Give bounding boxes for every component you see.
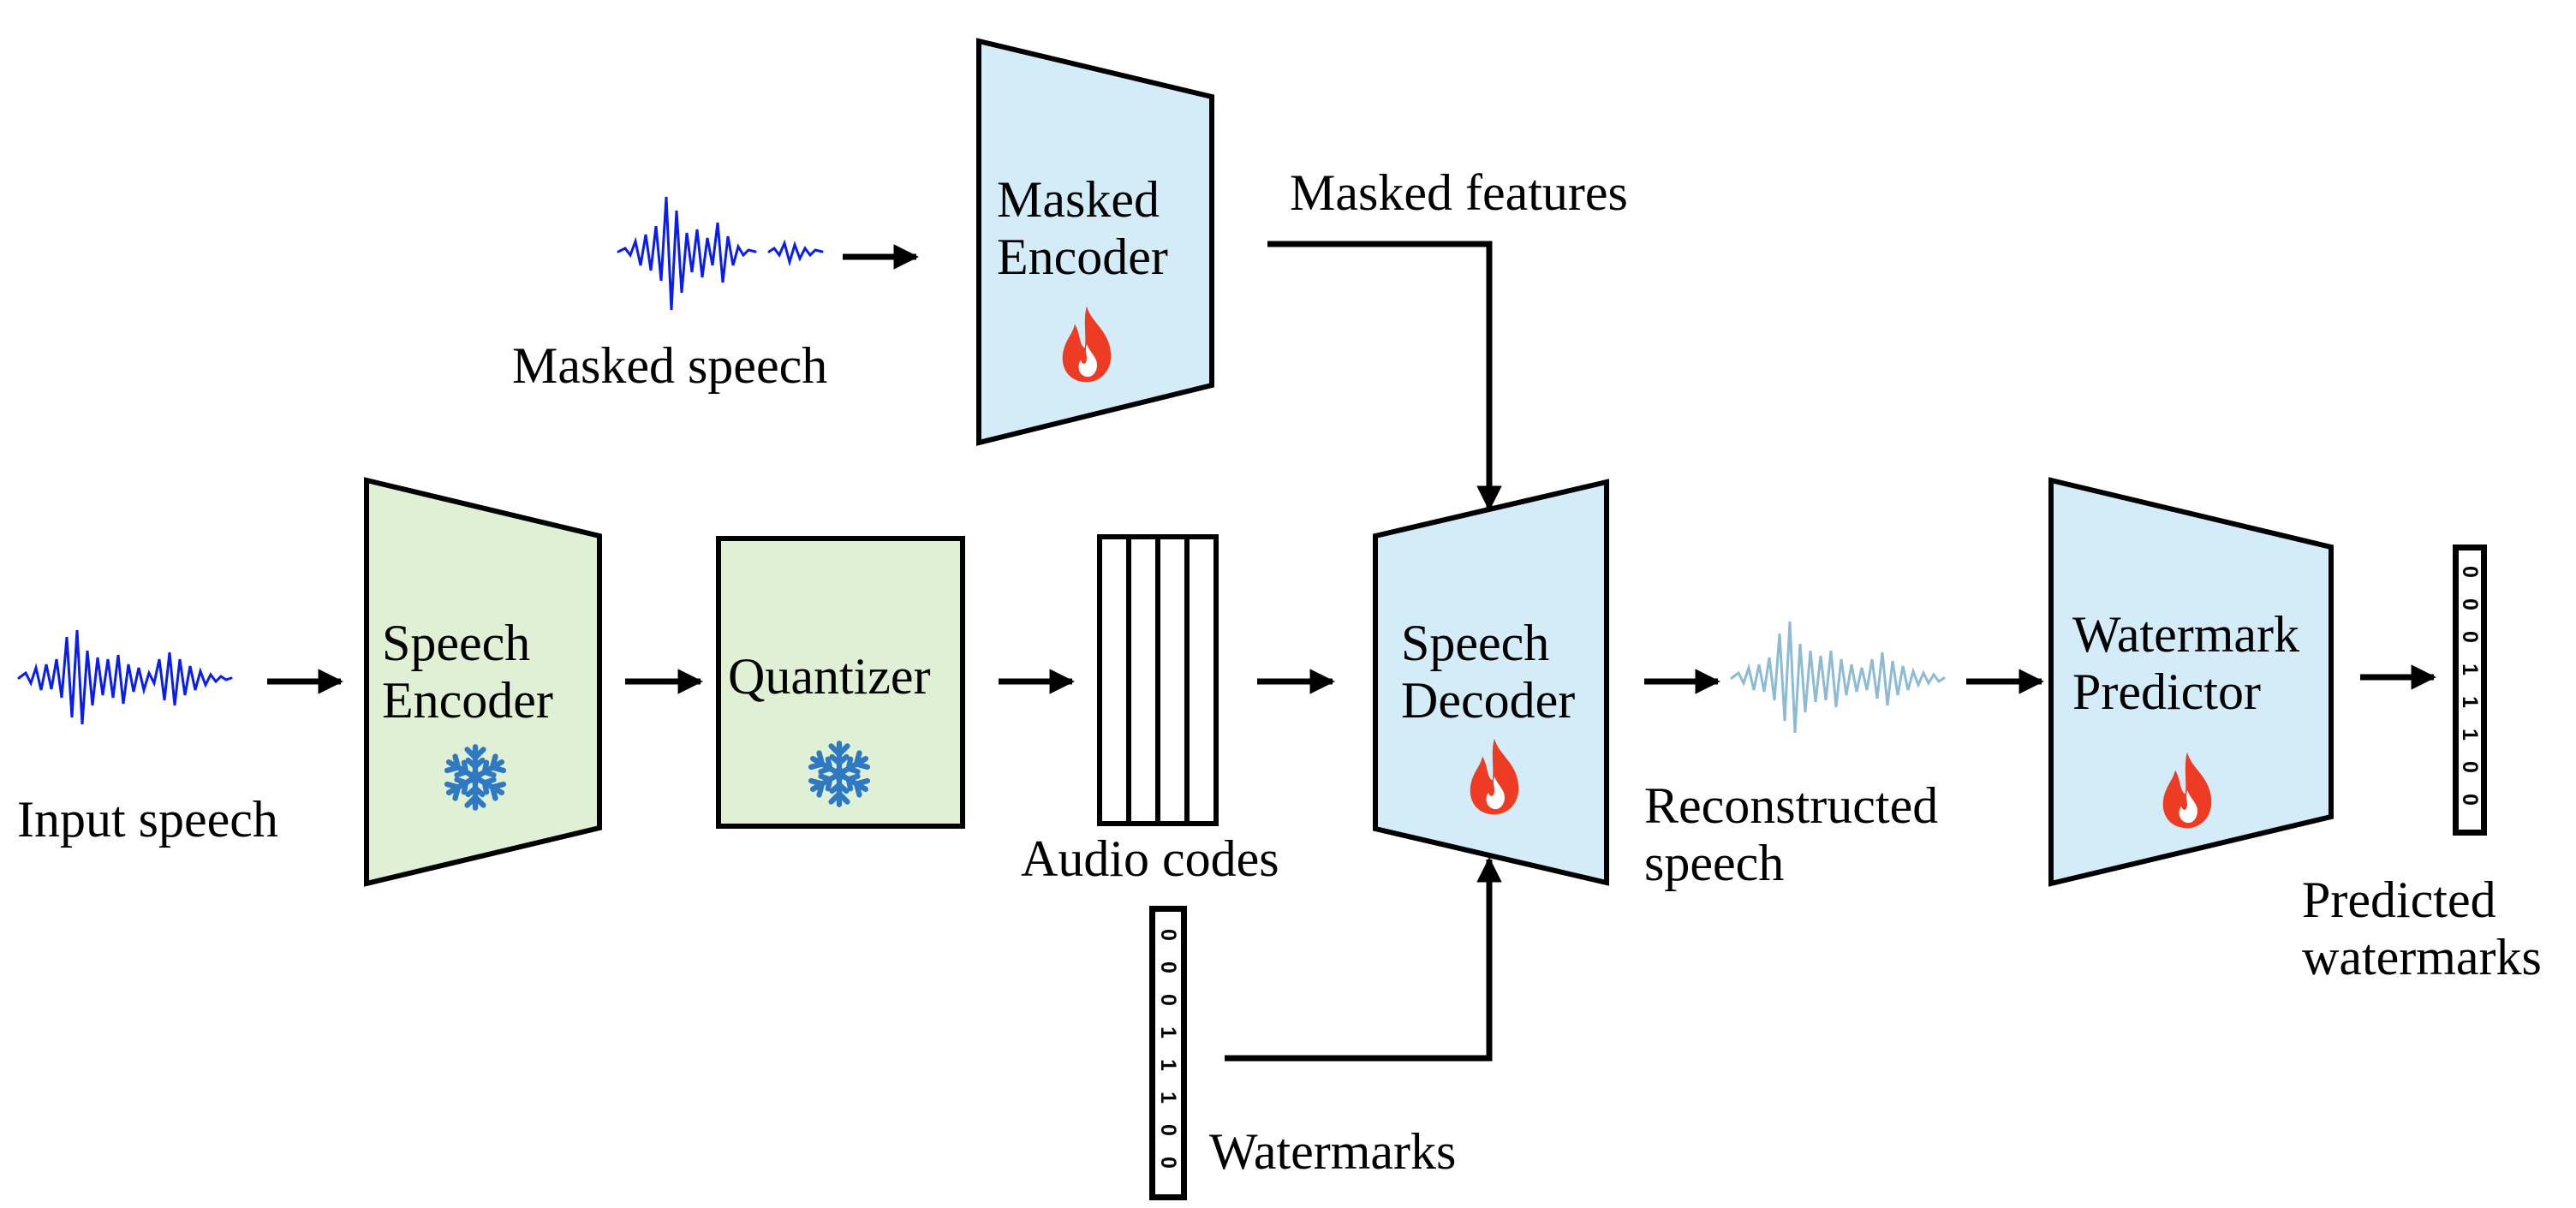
predicted-bit: 0 [2458, 761, 2482, 773]
speech-decoder-label: Speech Decoder [1401, 615, 1576, 729]
arrow-masked-features-to-decoder [1267, 241, 1502, 511]
masked-features-label: Masked features [1290, 164, 1628, 221]
input-speech-label: Input speech [17, 791, 278, 848]
predicted-watermarks-label: Predicted watermarks [2302, 872, 2542, 986]
predicted-bit: 1 [2458, 664, 2482, 675]
predicted-bit: 0 [2458, 631, 2482, 643]
masked-speech-waveform [617, 196, 824, 311]
predicted-bit: 0 [2458, 598, 2482, 610]
watermark-bit: 0 [1156, 929, 1180, 941]
watermark-bit: 0 [1156, 1124, 1180, 1136]
watermark-bit: 0 [1156, 961, 1180, 973]
speech-decoder-box [1373, 479, 1609, 886]
quantizer-label: Quantizer [728, 648, 931, 705]
speech-encoder-box [364, 477, 602, 887]
masked-speech-label: Masked speech [512, 337, 828, 394]
audio-codes-block [1097, 534, 1219, 826]
watermark-bit: 1 [1156, 1059, 1180, 1071]
watermark-bits-strip: 0 0 0 1 1 1 0 0 [1149, 906, 1187, 1200]
masked-encoder-box [976, 38, 1214, 446]
predicted-bit: 0 [2458, 566, 2482, 578]
predicted-bit: 1 [2458, 696, 2482, 708]
input-speech-waveform [17, 629, 233, 725]
reconstructed-speech-waveform [1730, 621, 1946, 734]
predicted-bit: 0 [2458, 794, 2482, 806]
watermark-predictor-label: Watermark Predictor [2072, 606, 2300, 721]
predicted-bit: 1 [2458, 729, 2482, 741]
watermark-bit: 0 [1156, 994, 1180, 1006]
watermark-bit: 1 [1156, 1092, 1180, 1104]
watermark-bit: 0 [1156, 1157, 1180, 1169]
audio-codes-label: Audio codes [1021, 830, 1279, 887]
reconstructed-speech-label: Reconstructed speech [1644, 777, 1939, 892]
arrow-watermarks-to-decoder [1225, 857, 1502, 1062]
arrows [267, 241, 2436, 1062]
watermarks-label: Watermarks [1209, 1123, 1457, 1180]
masked-encoder-label: Masked Encoder [997, 171, 1168, 286]
speech-encoder-label: Speech Encoder [382, 615, 553, 729]
watermark-predictor-box [2048, 477, 2334, 887]
watermark-bit: 1 [1156, 1027, 1180, 1038]
predicted-watermark-bits-strip: 0 0 0 1 1 1 0 0 [2453, 544, 2487, 836]
